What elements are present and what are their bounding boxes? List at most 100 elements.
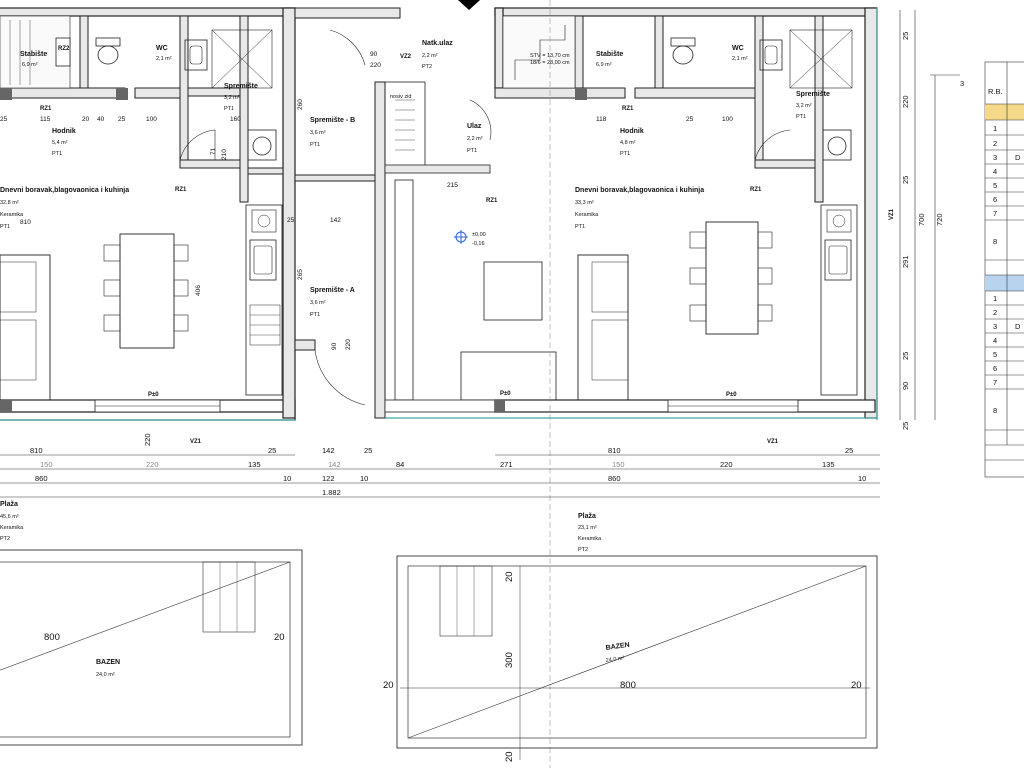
dim: 90 — [331, 342, 338, 350]
room-code: PT1 — [310, 142, 320, 148]
dim: 25 — [364, 446, 372, 455]
room-code: PT1 — [620, 151, 630, 157]
dim: 800 — [620, 680, 636, 691]
middle-block — [294, 7, 557, 419]
dim: 150 — [40, 460, 53, 469]
dim: 25 — [0, 116, 8, 123]
dim: 84 — [396, 460, 404, 469]
dim: 142 — [330, 217, 341, 224]
dim: 90 — [370, 51, 378, 58]
dim: 20 — [274, 632, 285, 643]
tag-vz2: VZ2 — [400, 54, 412, 60]
room-area: 3,6 m² — [310, 300, 326, 306]
room-code: PT1 — [796, 114, 806, 120]
dim: 25 — [118, 116, 126, 123]
dim: 720 — [935, 213, 944, 226]
room-area: 2,2 m² — [422, 53, 438, 59]
dim: 20 — [383, 680, 394, 691]
table-cell: 8 — [993, 406, 997, 415]
room-code: PT1 — [310, 312, 320, 318]
dim: 810 — [30, 446, 43, 455]
dim: 810 — [608, 446, 621, 455]
dim: 260 — [297, 99, 304, 110]
room-area: 4,8 m² — [620, 140, 636, 146]
room-area: 23,1 m² — [578, 525, 597, 531]
room-name: Plaža — [578, 513, 596, 520]
dim: 160 — [230, 116, 241, 123]
tag-vz1: VZ1 — [889, 208, 895, 220]
room-area: 3,2 m² — [224, 95, 240, 101]
room-name: Stabište — [596, 51, 623, 58]
room-name: Hodnik — [52, 128, 76, 135]
level-tag: P±0 — [726, 392, 737, 398]
room-area: 2,1 m² — [156, 56, 172, 62]
dim: 406 — [195, 285, 202, 296]
stair-note-2: 18/6 = 28,00 cm — [530, 60, 570, 66]
table-cell: 2 — [993, 308, 997, 317]
table-cell: 2 — [993, 139, 997, 148]
dim: 71 — [210, 147, 217, 155]
room-code: PT2 — [422, 64, 432, 70]
table-cell: 5 — [993, 181, 997, 190]
tag-rz1: RZ1 — [40, 106, 52, 112]
tag-vz1: VZ1 — [190, 439, 202, 445]
dim: 3 — [960, 79, 964, 88]
dim: 220 — [901, 95, 910, 108]
dim: 25 — [686, 116, 694, 123]
pool-area: 24,0 m² — [96, 672, 115, 678]
room-material: Keramika — [578, 536, 602, 542]
dim: 860 — [608, 474, 621, 483]
room-code: PT1 — [467, 148, 477, 154]
level-mark: ±0,00 — [472, 232, 486, 238]
legend-table — [984, 61, 1024, 478]
table-cell: 4 — [993, 336, 997, 345]
dimension-lines — [0, 10, 960, 498]
room-area: 32,8 m² — [0, 200, 19, 206]
table-cell: 6 — [993, 195, 997, 204]
dim: 10 — [858, 474, 866, 483]
room-name: WC — [156, 45, 168, 52]
room-code: PT1 — [575, 224, 585, 230]
dim: 20 — [504, 571, 515, 582]
dim-total: 1.882 — [322, 488, 341, 497]
dim: 215 — [447, 182, 458, 189]
dim: 220 — [146, 460, 159, 469]
room-name: Spremište — [224, 83, 258, 90]
tag-rz1: RZ1 — [622, 106, 634, 112]
dim: 860 — [35, 474, 48, 483]
room-material: Keramika — [0, 212, 24, 218]
table-cell: 7 — [993, 209, 997, 218]
table-header: R.B. — [988, 87, 1003, 96]
tag-rz1: RZ1 — [175, 187, 187, 193]
table-cell: 4 — [993, 167, 997, 176]
room-area: 2,1 m² — [732, 56, 748, 62]
dim: 100 — [722, 116, 733, 123]
table-cell: 7 — [993, 378, 997, 387]
room-code: PT2 — [0, 536, 10, 542]
room-code: PT1 — [0, 224, 10, 230]
dim: 118 — [596, 116, 607, 123]
pool-label: BAZEN — [605, 642, 630, 652]
tag-rz1: RZ1 — [486, 198, 498, 204]
room-name: Plaža — [0, 501, 18, 508]
dim: 220 — [345, 339, 352, 350]
dim: 150 — [612, 460, 625, 469]
table-cell: 6 — [993, 364, 997, 373]
level-mark-2: -0,16 — [472, 241, 485, 247]
dim: 100 — [146, 116, 157, 123]
dim: 25 — [901, 32, 910, 40]
dim: 115 — [40, 116, 51, 123]
dim: 25 — [901, 422, 910, 430]
room-name: Spremište - B — [310, 117, 355, 124]
room-area: 45,6 m² — [0, 514, 19, 520]
dim: 135 — [822, 460, 835, 469]
room-material: Keramika — [0, 525, 24, 531]
dim: 122 — [322, 474, 335, 483]
room-area: 3,6 m² — [310, 130, 326, 136]
room-name: Spremište — [796, 91, 830, 98]
room-area: 2,2 m² — [467, 136, 483, 142]
room-name: Dnevni boravak,blagovaonica i kuhinja — [575, 187, 704, 194]
pool-label: BAZEN — [96, 659, 120, 666]
room-code: PT1 — [224, 106, 234, 112]
room-area: 33,3 m² — [575, 200, 594, 206]
